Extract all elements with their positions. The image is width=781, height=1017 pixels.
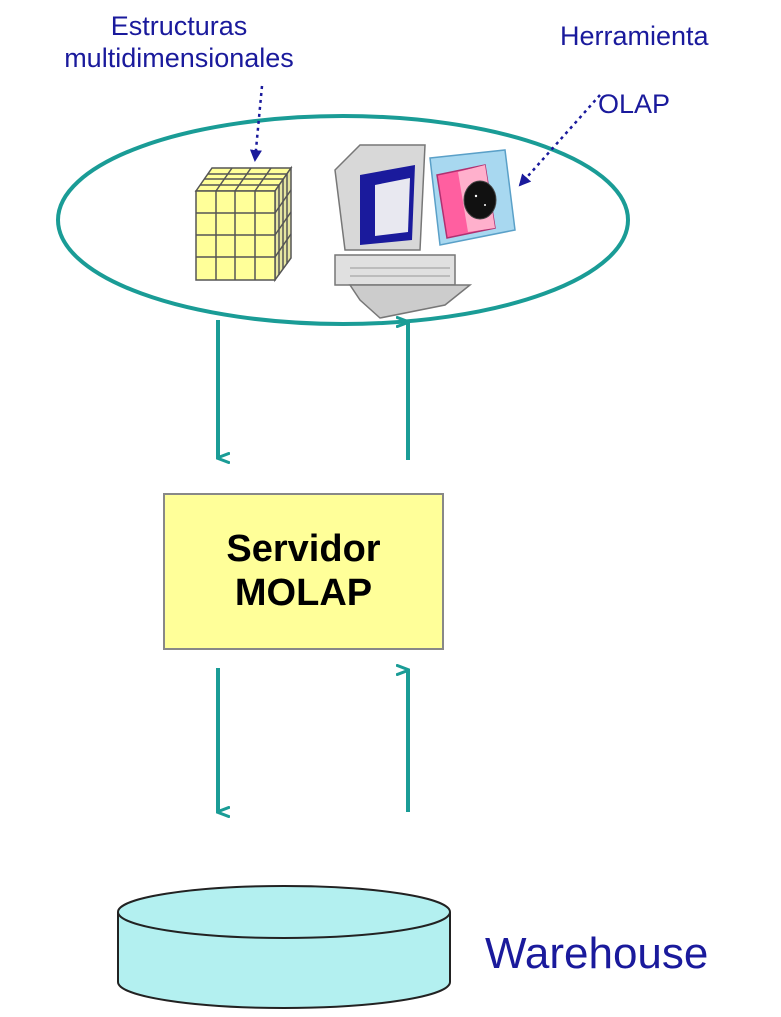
computer-icon [334,144,516,319]
server-title-line1: Servidor [226,527,381,570]
olap-label: OLAP [598,89,671,119]
herramienta-label: Herramienta [560,21,709,51]
molap-server-box: Servidor MOLAP [163,493,444,650]
herramienta-pointer [518,94,601,187]
estructuras-label: Estructuras multidimensionales [20,10,338,75]
estructuras-pointer [249,85,264,162]
estructuras-line2: multidimensionales [64,43,294,74]
warehouse-label: Warehouse [485,929,709,978]
multidimensional-cube-icon [194,165,293,283]
database-cylinder-icon [117,885,451,1009]
server-title-line2: MOLAP [234,571,373,614]
olap-client-ellipse [56,114,630,326]
estructuras-line1: Estructuras [110,11,248,41]
